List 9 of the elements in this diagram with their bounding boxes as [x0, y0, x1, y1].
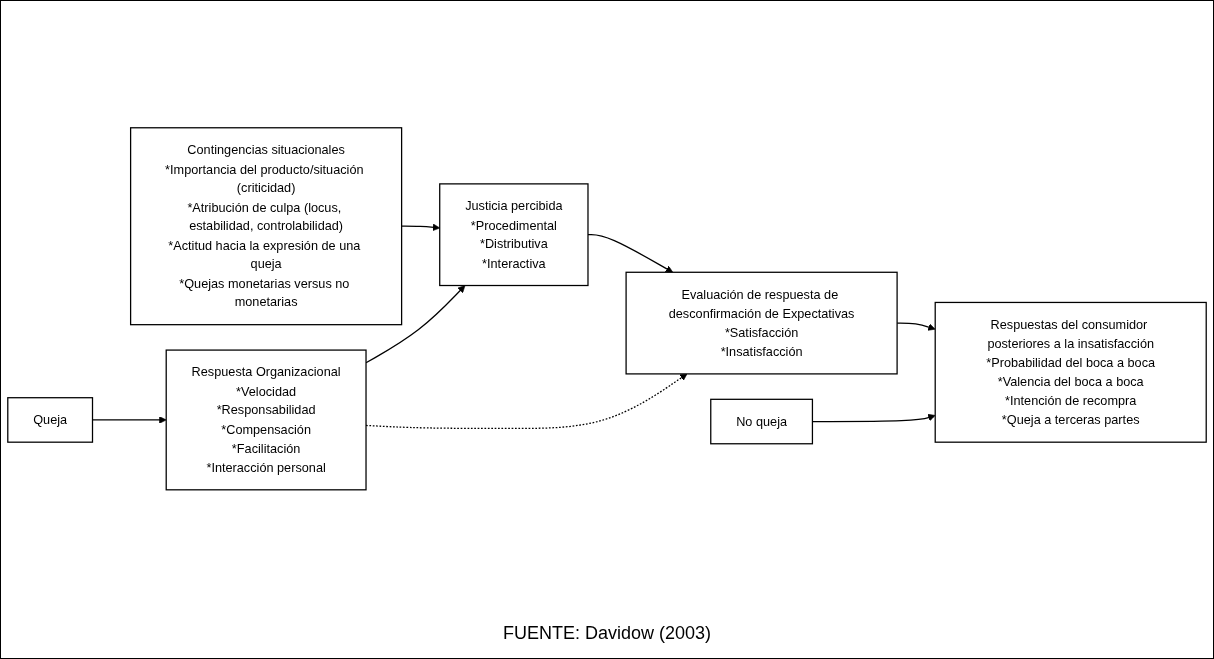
node-box: Contingencias situacionales *Importancia del producto/situación (criticidad) *Atribución de culpa (locus, estabilidad, controlabilidad) *Actitud hacia la expresión de una queja *Quejas monetarias versus no monetarias: [129, 127, 403, 326]
caption: FUENTE: Davidow (2003): [502, 622, 712, 645]
arrow: [587, 234, 674, 273]
node-box: Queja: [7, 397, 94, 443]
node-box: Respuesta Organizacional *Velocidad *Responsabilidad *Compensación *Facilitación *Interacción personal: [165, 349, 367, 491]
node-box: Justicia percibida *Procedimental *Distributiva *Interactiva: [439, 183, 589, 287]
node-box: Respuestas del consumidor posteriores a la insatisfacción *Probabilidad del boca a boca *Valencia del boca a boca *Intención de recompra *Queja a terceras partes: [934, 302, 1207, 443]
node-box: No queja: [710, 398, 814, 445]
node-box: Evaluación de respuesta de desconfirmación de Expectativas *Satisfacción *Insatisfacción: [625, 271, 898, 375]
